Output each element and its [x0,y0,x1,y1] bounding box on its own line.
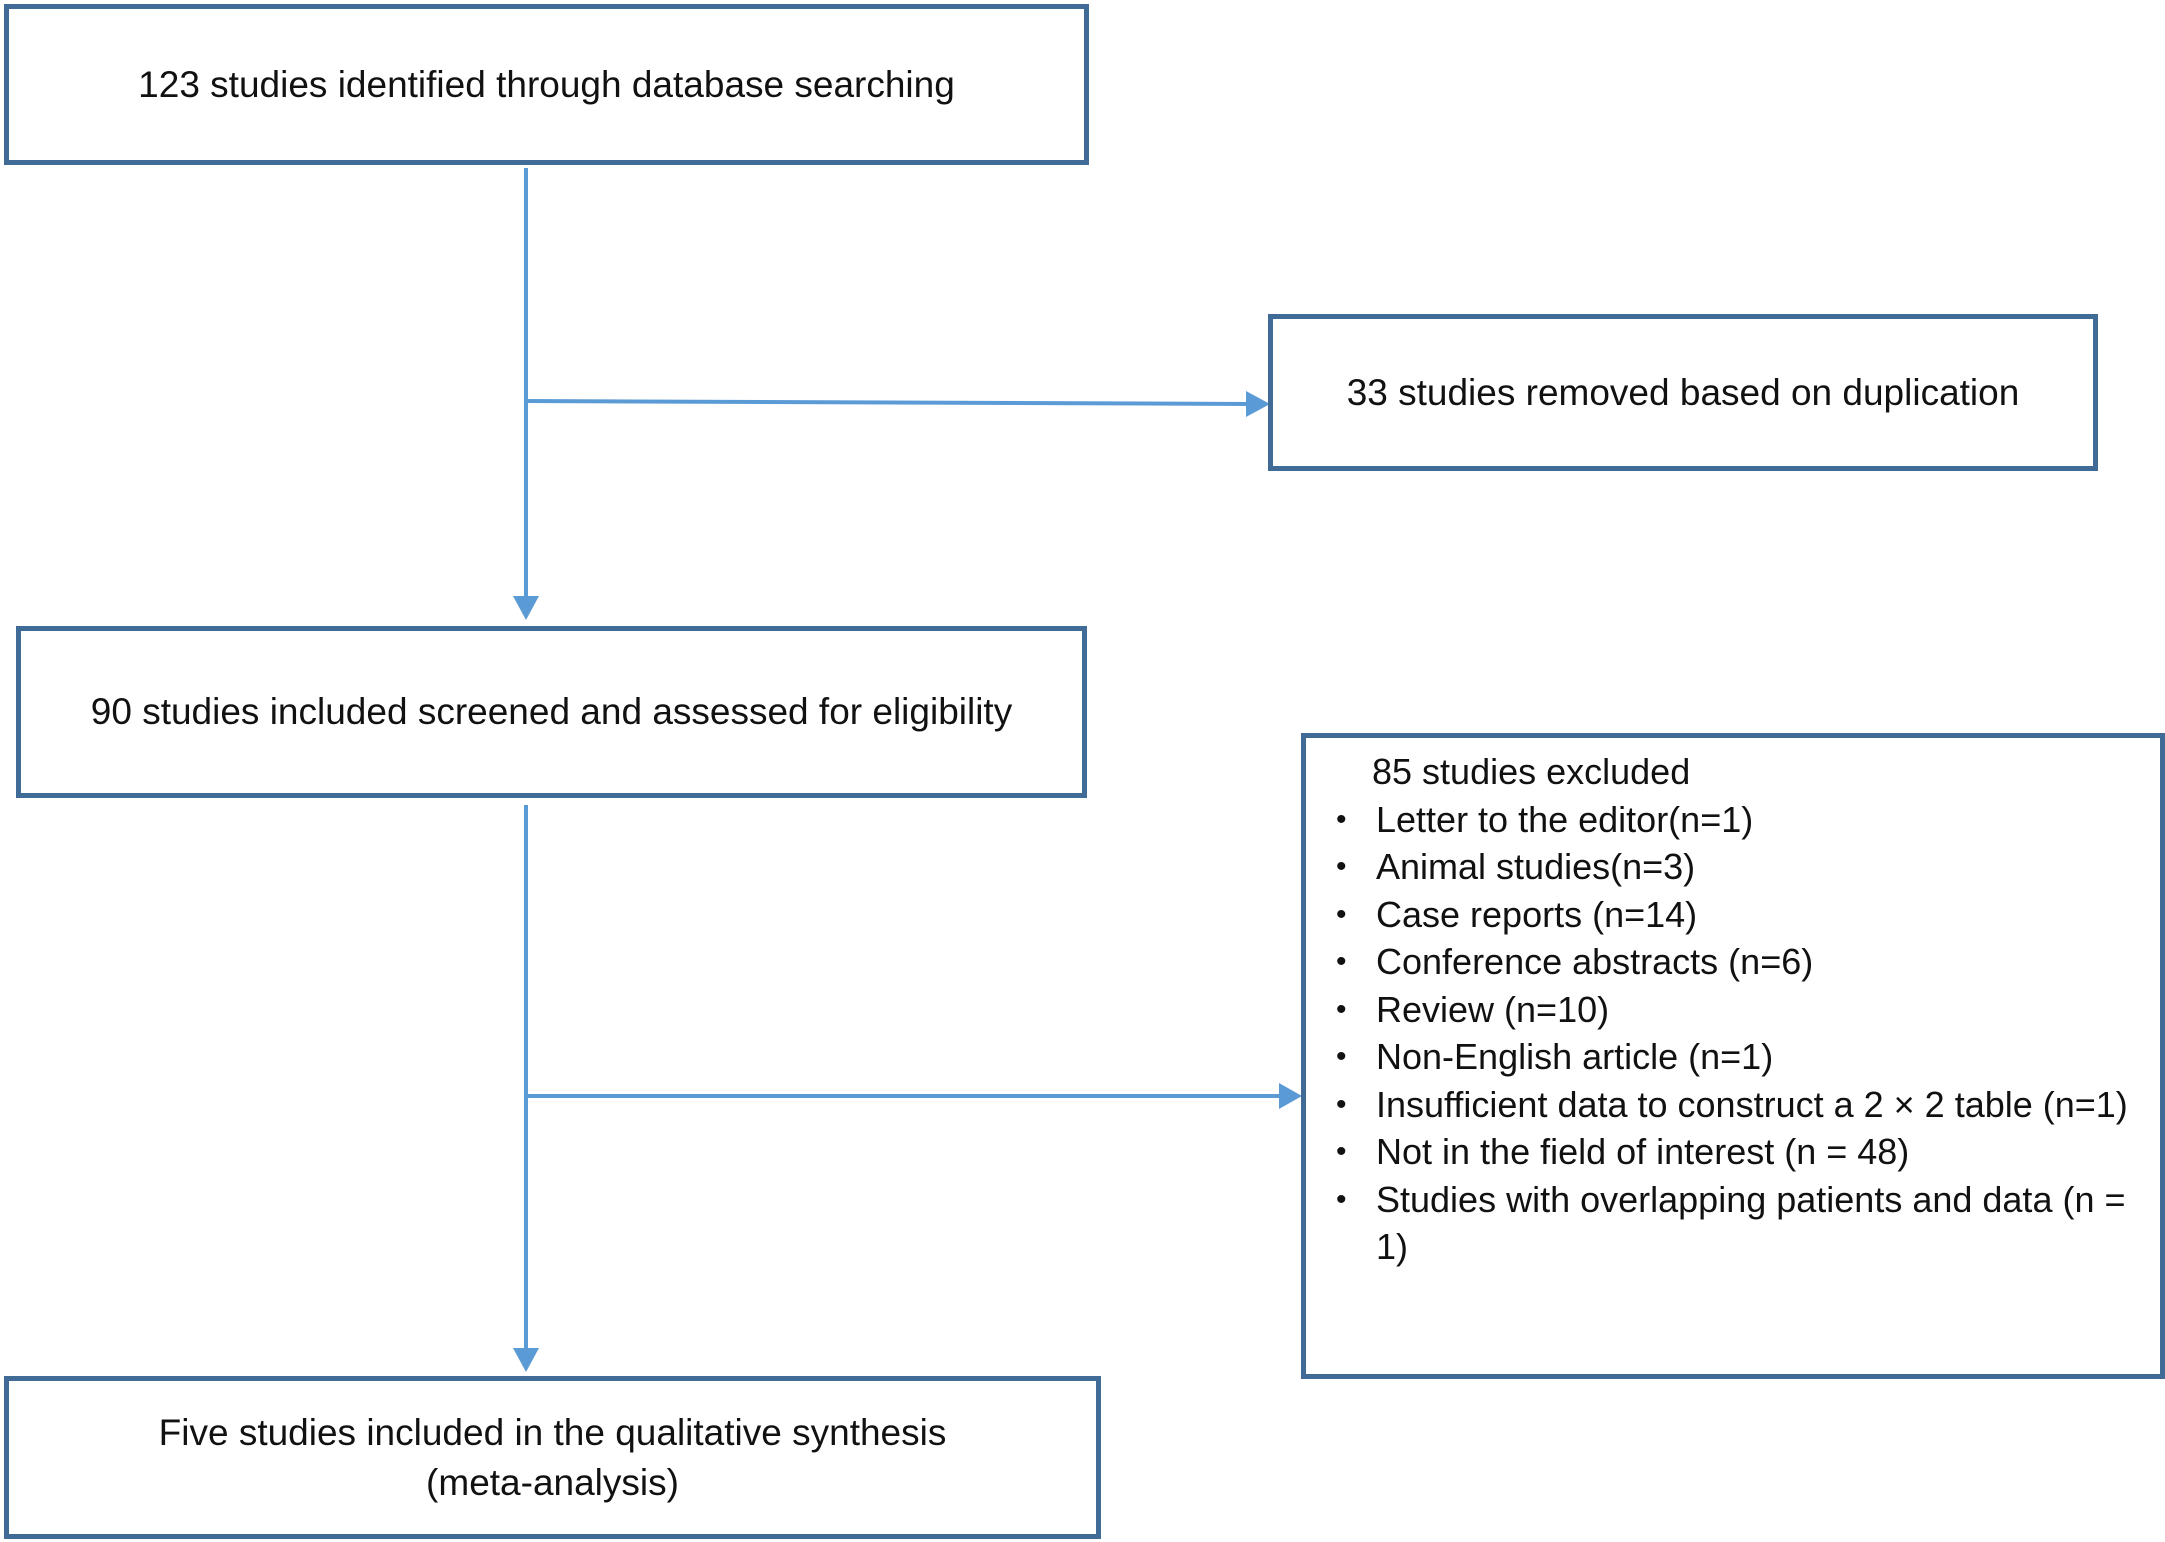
exclusion-reason-text: Studies with overlapping patients and da… [1376,1178,2126,1268]
exclusion-reason: • Case reports (n=14) [1336,891,2140,939]
identified-text: 123 studies identified through database … [138,63,955,105]
exclusion-reason-text: Review (n=10) [1376,988,1610,1030]
exclusion-reason: • Review (n=10) [1336,986,2140,1034]
bullet-icon: • [1336,1182,1347,1216]
bullet-icon: • [1336,850,1347,883]
exclusion-reason: • Conference abstracts (n=6) [1336,938,2140,986]
duplicates-removed-text: 33 studies removed based on duplication [1346,371,2020,413]
included-text-line2: (meta-analysis) [426,1461,679,1503]
exclusion-reason: • Insufficient data to construct a 2 × 2… [1336,1081,2140,1129]
exclusion-reason-text: Non-English article (n=1) [1376,1036,1774,1077]
exclusion-reason: • Studies with overlapping patients and … [1336,1176,2140,1271]
exclusion-reason: • Non-English article (n=1) [1336,1033,2140,1081]
bullet-icon: • [1336,945,1347,978]
exclusion-reason-text: Animal studies(n=3) [1376,846,1696,887]
included-text: Five studies included in the qualitative… [159,1408,947,1508]
exclusion-reason-text: Not in the field of interest (n = 48) [1376,1131,1910,1172]
included-box: Five studies included in the qualitative… [4,1376,1101,1539]
arrow-screened-to-included [513,805,539,1372]
arrow-to-excluded [526,1083,1302,1109]
screened-text: 90 studies included screened and assesse… [90,691,1013,733]
exclusion-reason: • Animal studies(n=3) [1336,843,2140,891]
exclusion-reason: • Letter to the editor(n=1) [1336,796,2140,844]
exclusion-reasons-list: • Letter to the editor(n=1) • Animal stu… [1336,796,2140,1271]
duplicates-removed-box: 33 studies removed based on duplication [1268,314,2098,471]
arrow-identified-to-screened [513,168,539,620]
bullet-icon: • [1336,1040,1347,1073]
included-text-line1: Five studies included in the qualitative… [158,1411,947,1453]
exclusion-reason-text: Letter to the editor(n=1) [1376,798,1754,840]
bullet-icon: • [1336,897,1347,931]
exclusion-reason-text: Insufficient data to construct a 2 × 2 t… [1376,1083,2128,1125]
excluded-box: 85 studies excluded • Letter to the edit… [1301,733,2165,1379]
arrow-to-duplicates [525,391,1270,417]
exclusion-reason: • Not in the field of interest (n = 48) [1336,1128,2140,1176]
bullet-icon: • [1336,1135,1347,1168]
exclusion-reason-text: Case reports (n=14) [1376,893,1698,935]
excluded-title: 85 studies excluded [1372,751,1691,792]
bullet-icon: • [1336,802,1347,836]
bullet-icon: • [1336,1087,1347,1121]
identified-box: 123 studies identified through database … [4,4,1089,165]
bullet-icon: • [1336,992,1347,1026]
exclusion-reason-text: Conference abstracts (n=6) [1376,941,1814,982]
screened-box: 90 studies included screened and assesse… [16,626,1087,798]
